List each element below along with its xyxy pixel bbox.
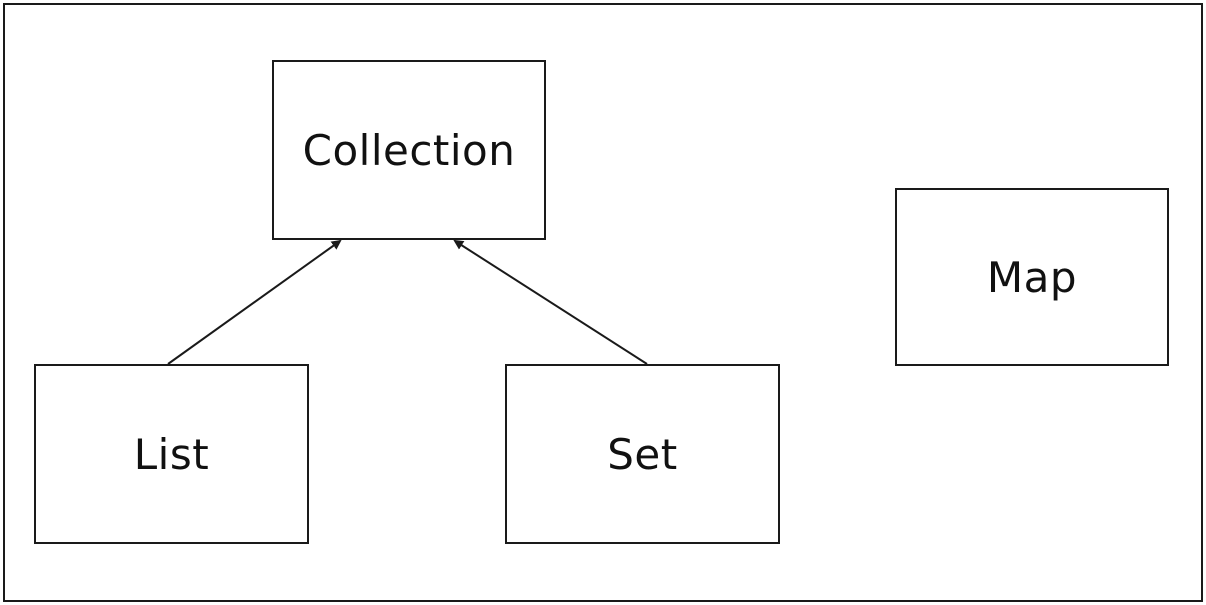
node-set-label: Set [607,429,678,479]
node-map-label: Map [986,252,1078,302]
node-collection-label: Collection [302,125,516,175]
node-collection[interactable]: Collection [272,60,546,240]
node-list-label: List [133,429,210,479]
node-list[interactable]: List [34,364,309,544]
node-set[interactable]: Set [505,364,780,544]
node-map[interactable]: Map [895,188,1169,366]
